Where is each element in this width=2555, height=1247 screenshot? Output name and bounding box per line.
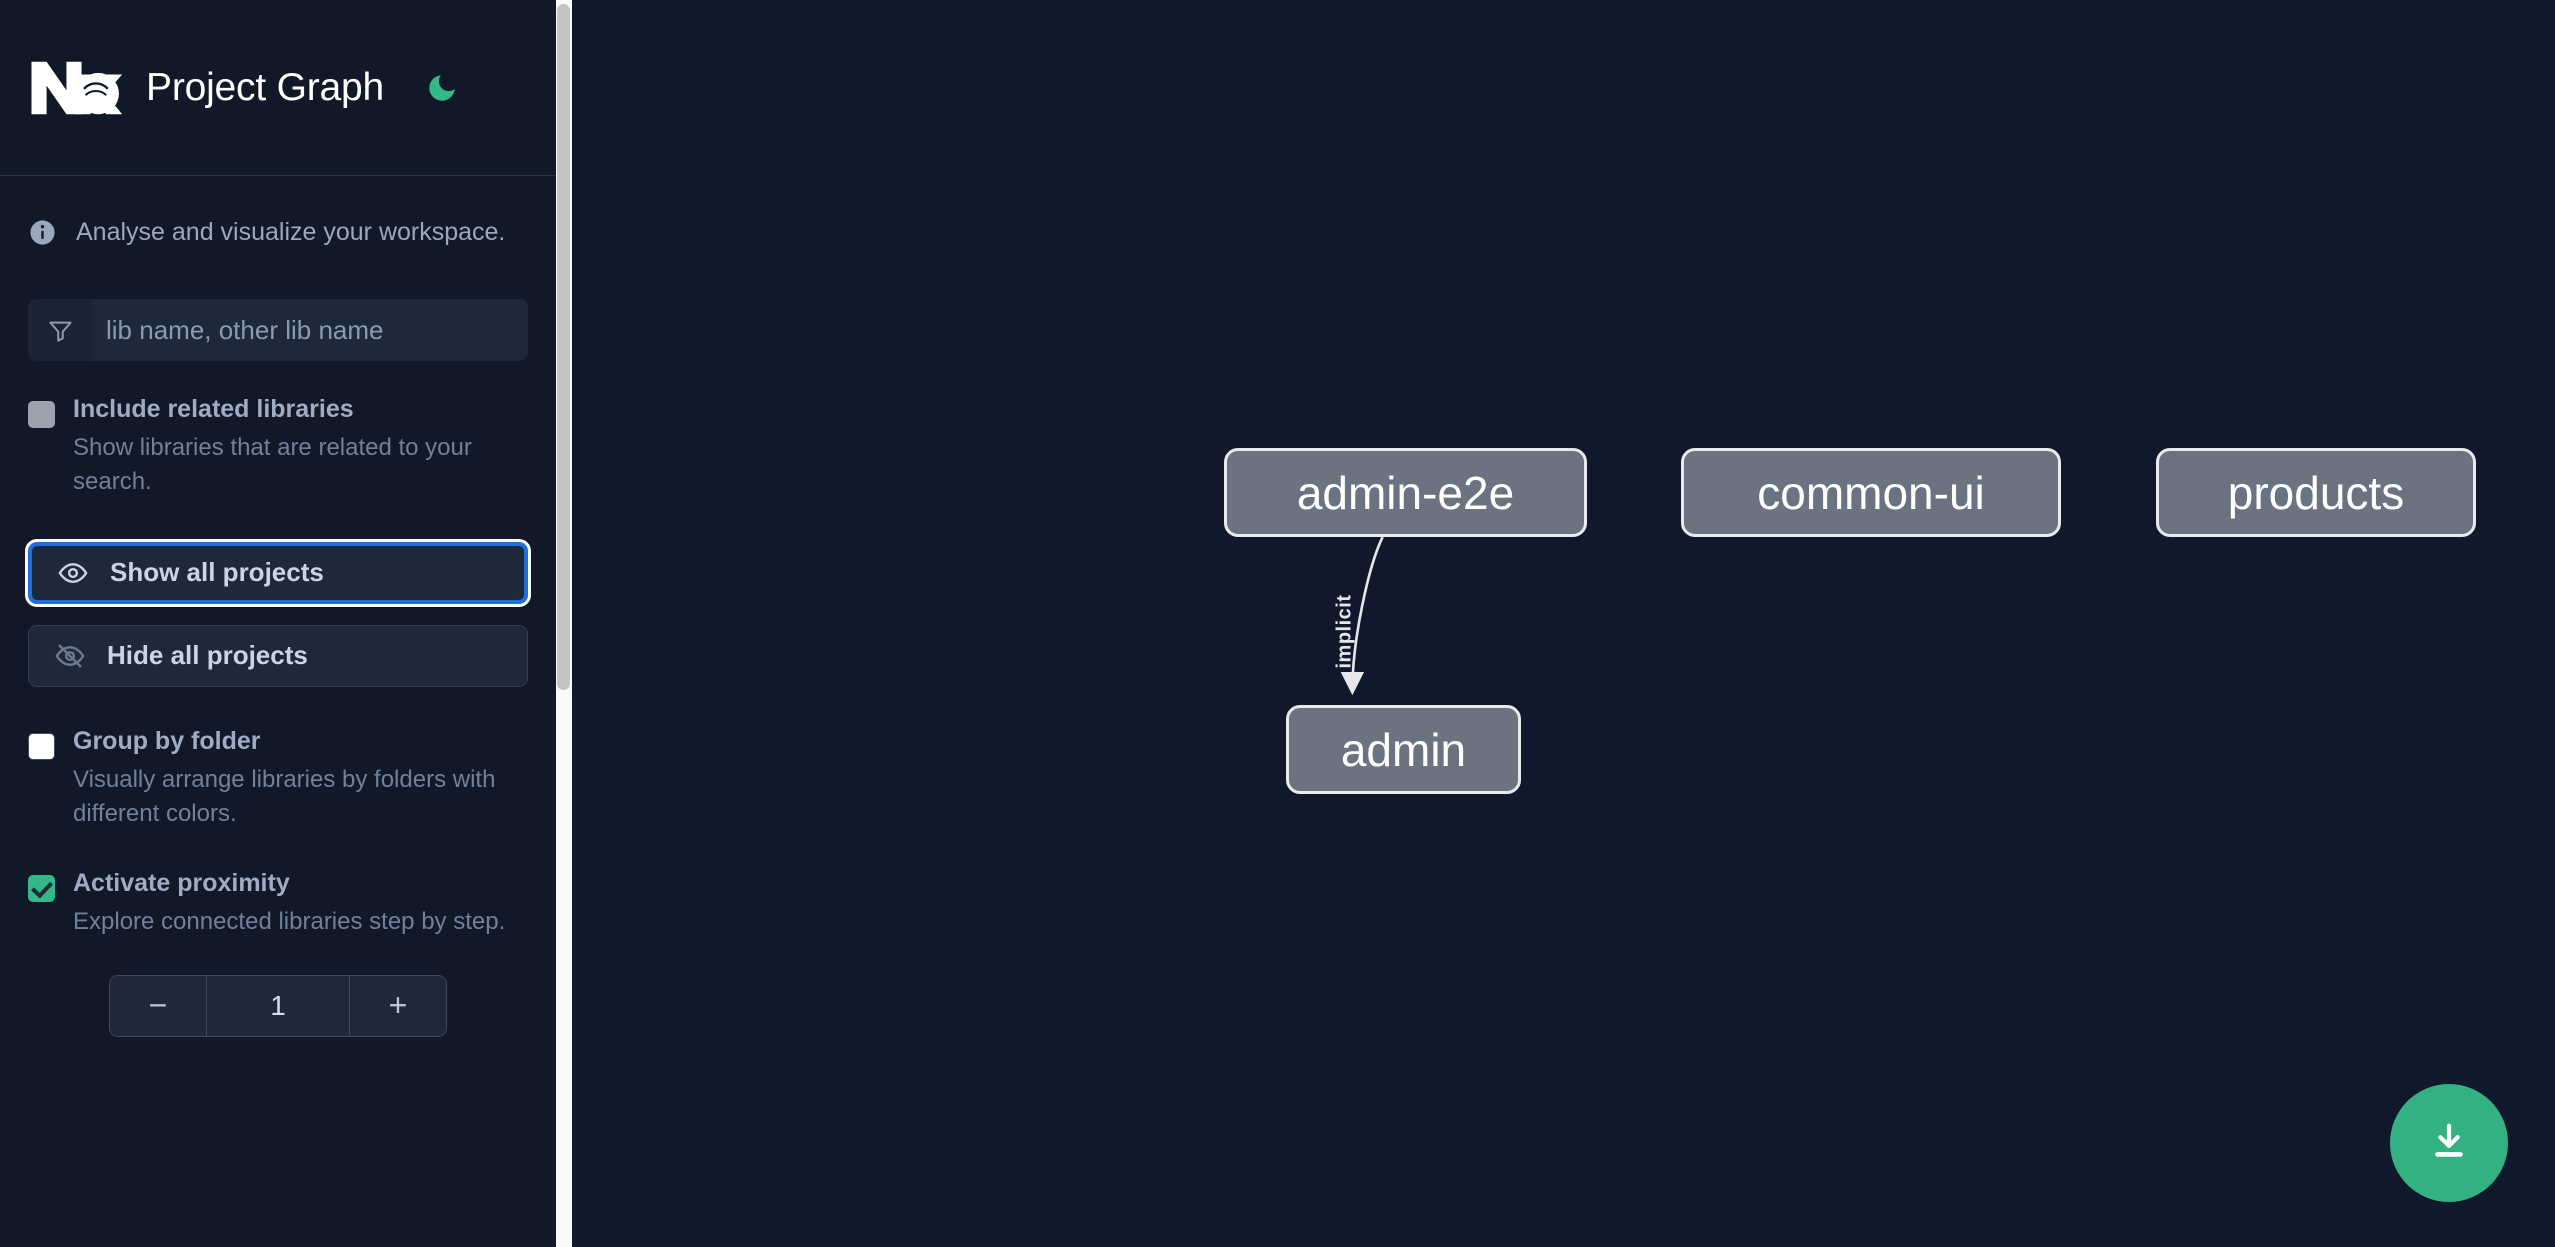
sidebar-header: Project Graph: [0, 0, 556, 176]
activate-proximity-description: Explore connected libraries step by step…: [73, 907, 506, 935]
filter-field[interactable]: [28, 299, 528, 361]
proximity-stepper: − 1 +: [109, 974, 447, 1037]
workspace-info-text: Analyse and visualize your workspace.: [76, 218, 506, 246]
graph-node-admin-e2e[interactable]: admin-e2e: [1224, 448, 1587, 537]
option-activate-proximity[interactable]: Activate proximity Explore connected lib…: [0, 869, 556, 939]
sidebar-scrollbar-track[interactable]: [556, 0, 572, 1247]
graph-node-label: products: [2227, 466, 2405, 519]
eye-icon: [58, 558, 88, 588]
group-by-folder-description: Visually arrange libraries by folders wi…: [73, 765, 496, 827]
show-all-projects-button[interactable]: Show all projects: [25, 538, 531, 607]
proximity-increment-button[interactable]: +: [350, 975, 446, 1036]
option-group-by-folder[interactable]: Group by folder Visually arrange librari…: [0, 727, 556, 831]
sidebar-scrollbar-thumb[interactable]: [557, 4, 570, 690]
download-image-button[interactable]: [2390, 1084, 2508, 1202]
eye-off-icon: [55, 641, 85, 671]
search-input[interactable]: [92, 299, 528, 361]
include-related-libraries-checkbox[interactable]: [28, 401, 55, 428]
sidebar: Project Graph Analyse and visualize your…: [0, 0, 556, 1247]
graph-node-products[interactable]: products: [2156, 448, 2476, 537]
activate-proximity-checkbox[interactable]: [28, 874, 55, 902]
include-related-libraries-label: Include related libraries: [73, 395, 354, 423]
app-title: Project Graph: [146, 65, 385, 109]
hide-all-projects-button[interactable]: Hide all projects: [28, 624, 528, 687]
nx-logo-icon: [28, 57, 124, 119]
hide-all-projects-label: Hide all projects: [107, 640, 308, 671]
proximity-decrement-button[interactable]: −: [110, 975, 206, 1036]
workspace-info: Analyse and visualize your workspace.: [0, 176, 556, 247]
proximity-value: 1: [206, 975, 350, 1036]
sidebar-body: Analyse and visualize your workspace. In…: [0, 176, 556, 1037]
graph-edges: [1340, 536, 1384, 696]
edge-label-admin-e2e-to-admin: implicit: [1333, 594, 1356, 669]
funnel-icon: [28, 299, 92, 361]
download-icon: [2426, 1119, 2472, 1168]
group-by-folder-label: Group by folder: [73, 726, 261, 755]
graph-node-label: common-ui: [1757, 466, 1985, 519]
activate-proximity-label: Activate proximity: [73, 868, 290, 897]
graph-node-label: admin-e2e: [1296, 466, 1515, 519]
graph-node-common-ui[interactable]: common-ui: [1681, 448, 2061, 537]
graph-node-label: admin: [1340, 723, 1467, 776]
show-all-projects-label: Show all projects: [110, 557, 324, 588]
graph-node-admin[interactable]: admin: [1286, 705, 1521, 794]
proximity-stepper-row: − 1 +: [0, 974, 556, 1037]
info-icon: [28, 218, 57, 247]
moon-icon[interactable]: [422, 68, 462, 108]
option-include-related-libraries[interactable]: Include related libraries Show libraries…: [0, 395, 556, 499]
group-by-folder-checkbox[interactable]: [28, 732, 55, 760]
include-related-libraries-description: Show libraries that are related to your …: [73, 433, 472, 495]
graph-canvas[interactable]: admin-e2e common-ui products store-e2e a…: [556, 0, 2555, 1247]
